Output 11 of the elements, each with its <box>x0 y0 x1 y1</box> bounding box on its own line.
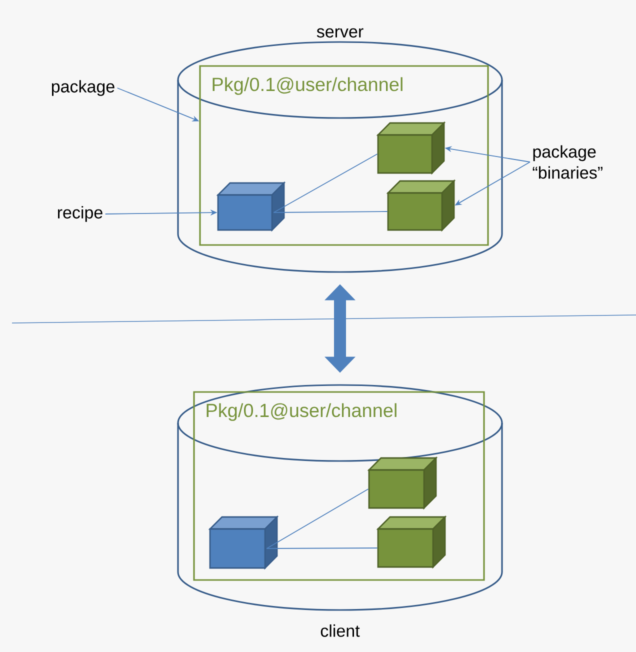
callout-label: package “binaries” <box>532 145 602 179</box>
callout-label: recipe <box>58 206 102 222</box>
package-box: Pkg/0.1@user/channel <box>199 65 489 246</box>
package-box: Pkg/0.1@user/channel <box>193 391 485 581</box>
node-label: client <box>320 624 360 637</box>
callout-label: package <box>52 80 114 96</box>
connector-line <box>266 488 369 549</box>
connector-line <box>273 154 378 213</box>
connector-line <box>273 211 388 213</box>
connector-line <box>266 548 378 549</box>
node-label: server <box>316 28 364 38</box>
